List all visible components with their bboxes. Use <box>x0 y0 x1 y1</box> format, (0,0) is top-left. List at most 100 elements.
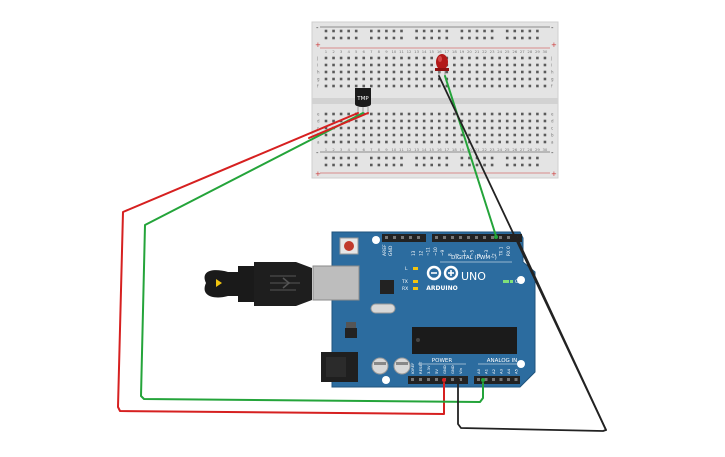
breadboard-hole[interactable] <box>528 133 532 137</box>
breadboard-hole[interactable] <box>422 119 426 123</box>
rail-hole[interactable] <box>536 156 539 160</box>
breadboard-hole[interactable] <box>415 133 418 137</box>
breadboard-hole[interactable] <box>339 77 343 81</box>
rail-hole[interactable] <box>528 36 532 40</box>
header-pin[interactable] <box>491 236 494 239</box>
breadboard-hole[interactable] <box>528 119 532 123</box>
breadboard-hole[interactable] <box>460 70 464 74</box>
breadboard-hole[interactable] <box>483 140 486 144</box>
breadboard-hole[interactable] <box>513 77 517 81</box>
breadboard-hole[interactable] <box>392 119 396 123</box>
breadboard-hole[interactable] <box>513 126 517 130</box>
breadboard-hole[interactable] <box>370 56 373 60</box>
breadboard-hole[interactable] <box>521 84 524 88</box>
breadboard-hole[interactable] <box>332 56 335 60</box>
breadboard-hole[interactable] <box>400 126 403 130</box>
rail-hole[interactable] <box>354 156 358 160</box>
breadboard-hole[interactable] <box>332 70 335 74</box>
rail-hole[interactable] <box>490 29 494 33</box>
breadboard-hole[interactable] <box>430 119 433 123</box>
breadboard-hole[interactable] <box>347 63 350 67</box>
rail-hole[interactable] <box>324 29 328 33</box>
breadboard-hole[interactable] <box>437 119 441 123</box>
breadboard-hole[interactable] <box>324 112 328 116</box>
breadboard-hole[interactable] <box>400 133 403 137</box>
breadboard-hole[interactable] <box>430 77 433 81</box>
breadboard-hole[interactable] <box>528 84 532 88</box>
breadboard-hole[interactable] <box>347 112 350 116</box>
breadboard-hole[interactable] <box>430 140 433 144</box>
breadboard-hole[interactable] <box>324 84 328 88</box>
header-pin[interactable] <box>419 378 422 381</box>
header-pin[interactable] <box>459 378 462 381</box>
rail-hole[interactable] <box>490 156 494 160</box>
breadboard-hole[interactable] <box>521 70 524 74</box>
breadboard-hole[interactable] <box>505 70 509 74</box>
rail-hole[interactable] <box>354 29 358 33</box>
breadboard-hole[interactable] <box>437 140 441 144</box>
breadboard-hole[interactable] <box>543 133 547 137</box>
breadboard-hole[interactable] <box>385 77 388 81</box>
header-pin[interactable] <box>417 236 420 239</box>
breadboard-hole[interactable] <box>415 70 418 74</box>
breadboard-hole[interactable] <box>505 133 509 137</box>
header-pin[interactable] <box>443 236 446 239</box>
breadboard-hole[interactable] <box>475 140 479 144</box>
breadboard-hole[interactable] <box>521 119 524 123</box>
reset-button[interactable] <box>344 241 354 251</box>
breadboard-hole[interactable] <box>422 133 426 137</box>
breadboard-hole[interactable] <box>445 119 449 123</box>
breadboard-hole[interactable] <box>521 77 524 81</box>
breadboard-hole[interactable] <box>543 77 547 81</box>
rail-hole[interactable] <box>324 36 328 40</box>
rail-hole[interactable] <box>339 156 343 160</box>
breadboard-hole[interactable] <box>483 56 486 60</box>
breadboard-hole[interactable] <box>392 70 396 74</box>
breadboard-hole[interactable] <box>513 133 517 137</box>
breadboard-hole[interactable] <box>445 133 449 137</box>
breadboard-hole[interactable] <box>536 112 539 116</box>
breadboard-hole[interactable] <box>377 84 381 88</box>
breadboard-hole[interactable] <box>453 112 456 116</box>
header-pin[interactable] <box>401 236 404 239</box>
breadboard-hole[interactable] <box>437 126 441 130</box>
breadboard-hole[interactable] <box>362 84 366 88</box>
breadboard-hole[interactable] <box>528 126 532 130</box>
breadboard-hole[interactable] <box>453 133 456 137</box>
breadboard-hole[interactable] <box>437 112 441 116</box>
breadboard-hole[interactable] <box>415 63 418 67</box>
breadboard-hole[interactable] <box>460 112 464 116</box>
breadboard-hole[interactable] <box>339 133 343 137</box>
rail-hole[interactable] <box>392 36 396 40</box>
breadboard-hole[interactable] <box>498 112 501 116</box>
breadboard-hole[interactable] <box>430 63 433 67</box>
breadboard-hole[interactable] <box>490 70 494 74</box>
rail-hole[interactable] <box>422 29 426 33</box>
breadboard-hole[interactable] <box>370 133 373 137</box>
breadboard-hole[interactable] <box>490 133 494 137</box>
rail-hole[interactable] <box>528 156 532 160</box>
rail-hole[interactable] <box>483 163 486 167</box>
breadboard-hole[interactable] <box>505 126 509 130</box>
breadboard-hole[interactable] <box>377 77 381 81</box>
breadboard-hole[interactable] <box>490 63 494 67</box>
rail-hole[interactable] <box>505 29 509 33</box>
breadboard-hole[interactable] <box>513 70 517 74</box>
rail-hole[interactable] <box>528 163 532 167</box>
breadboard-hole[interactable] <box>362 119 366 123</box>
rail-hole[interactable] <box>468 36 471 40</box>
rail-hole[interactable] <box>422 36 426 40</box>
breadboard-hole[interactable] <box>422 126 426 130</box>
breadboard-hole[interactable] <box>430 112 433 116</box>
rail-hole[interactable] <box>521 36 524 40</box>
green-wire-pin-3[interactable] <box>444 75 497 237</box>
breadboard-hole[interactable] <box>543 84 547 88</box>
rail-hole[interactable] <box>437 36 441 40</box>
rail-hole[interactable] <box>377 36 381 40</box>
breadboard-hole[interactable] <box>468 119 471 123</box>
breadboard-hole[interactable] <box>324 56 328 60</box>
breadboard-hole[interactable] <box>392 140 396 144</box>
breadboard-hole[interactable] <box>332 133 335 137</box>
breadboard-hole[interactable] <box>475 133 479 137</box>
breadboard-hole[interactable] <box>513 140 517 144</box>
